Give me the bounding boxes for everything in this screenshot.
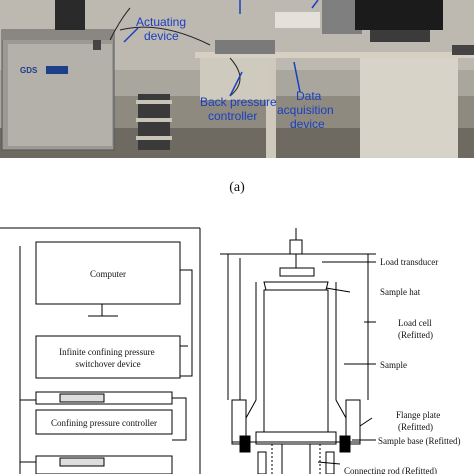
sample-base-label: Sample base (Refitted) (378, 436, 460, 446)
flange-plate-label: Flange plate (Refitted) (396, 410, 443, 432)
actuating-cabinet: GDS (1, 29, 115, 151)
actuating-label: Actuating device (136, 15, 189, 43)
switchover-label: Infinite confining pressure switchover d… (59, 347, 157, 369)
computer-box (35, 241, 181, 305)
sample-label: Sample (380, 360, 407, 370)
connecting-rod-label: Connecting rod (Refitted) (344, 466, 437, 474)
top-cell (55, 0, 85, 30)
data-acquisition-label: Data acquisition device (277, 89, 337, 131)
confining-controller-box (35, 409, 173, 435)
pressure-cylinder (136, 94, 172, 150)
monitor (355, 0, 443, 30)
schematic-diagram: Computer Infinite confining pressure swi… (0, 227, 460, 474)
load-cell-label: Load cell (Refitted) (398, 318, 434, 340)
caption-a: (a) (229, 180, 245, 195)
sample-body (263, 289, 329, 433)
sample-hat-label: Sample hat (380, 287, 421, 297)
back-pressure-label: Back pressure controller (200, 95, 280, 123)
brand-logo: GDS (20, 66, 38, 75)
load-transducer-label: Load transducer (380, 257, 438, 267)
lab-photo: GDS Actuating device Back pressure contr… (0, 0, 474, 158)
switchover-box (35, 335, 181, 379)
desk-top (195, 52, 474, 58)
data-acq-unit (275, 12, 320, 28)
computer-label: Computer (90, 269, 126, 279)
confining-controller-label: Confining pressure controller (51, 418, 157, 428)
